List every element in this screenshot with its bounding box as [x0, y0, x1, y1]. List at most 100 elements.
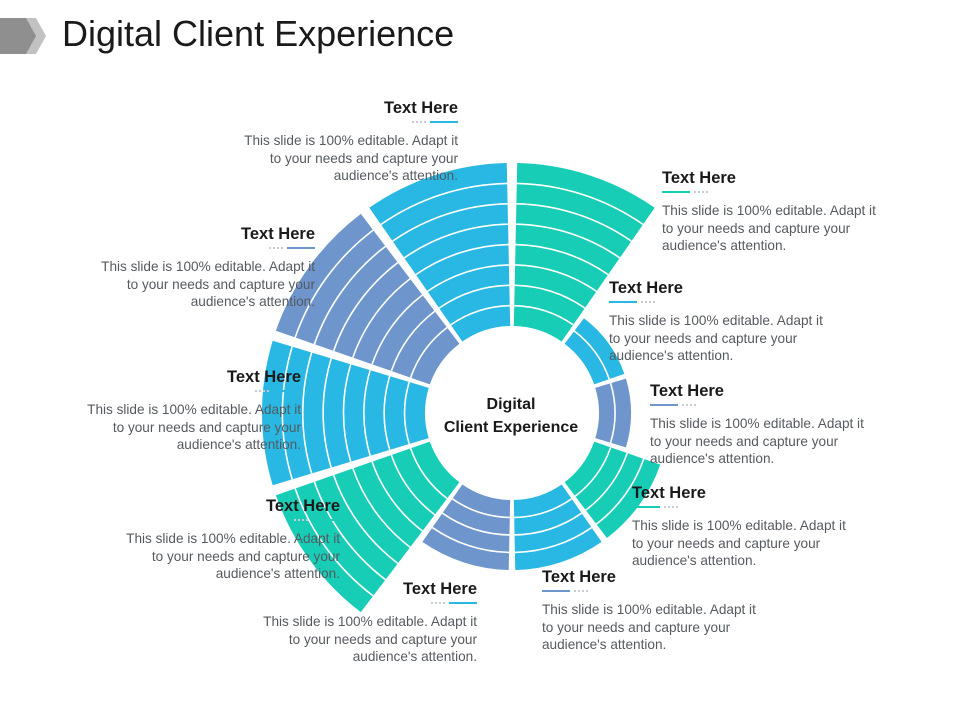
segment-ring-divider [363, 369, 371, 457]
segment-ring-divider [438, 284, 510, 309]
callout-description: This slide is 100% editable. Adapt it to… [87, 402, 301, 452]
segment-ring-divider [332, 261, 399, 352]
segment-ring-divider [390, 310, 436, 372]
segment-ring-divider [294, 229, 374, 338]
segment-ring-divider [415, 243, 509, 276]
segment-ring-divider [371, 461, 423, 532]
segment-ring-divider [332, 474, 399, 565]
segment-ring-divider [514, 526, 593, 554]
segment-ring-divider [383, 375, 391, 451]
segment-ring-divider [573, 330, 611, 380]
segment-ring-divider [380, 182, 508, 226]
page-title: Digital Client Experience [62, 13, 455, 54]
wheel-segment-5 [513, 484, 602, 570]
segment-ring-divider [585, 452, 628, 511]
callout-underline [662, 190, 888, 196]
callout-5: Text Here This slide is 100% editable. A… [75, 368, 301, 454]
segment-ring-divider [514, 284, 586, 309]
center-label: Digital Client Experience [421, 393, 601, 439]
segment-ring-divider [313, 481, 386, 581]
segment-ring-divider [302, 352, 313, 474]
wheel-segment-fill [513, 484, 602, 570]
wheel-segment-fill [275, 213, 460, 385]
segment-ring-divider [441, 512, 510, 536]
segment-ring-divider [281, 346, 293, 480]
callout-title: Text Here [403, 580, 477, 598]
callout-description: This slide is 100% editable. Adapt it to… [263, 614, 477, 664]
callout-title: Text Here [650, 382, 724, 400]
callout-7: Text Here This slide is 100% editable. A… [632, 484, 858, 570]
wheel-segment-fill [261, 340, 429, 486]
wheel-segment-fill [275, 441, 460, 613]
segment-ring-divider [371, 294, 423, 365]
callout-description: This slide is 100% editable. Adapt it to… [650, 416, 864, 466]
wheel-segment-fill [595, 378, 631, 448]
callout-underline [542, 589, 768, 595]
wheel-segment-9 [275, 213, 460, 385]
segment-ring-divider [515, 223, 621, 259]
segment-ring-divider [514, 304, 574, 326]
segment-ring-divider [450, 304, 510, 326]
wheel-segment-2 [564, 318, 625, 385]
callout-underline [650, 403, 876, 409]
callout-underline [75, 389, 301, 395]
callout-4: Text Here This slide is 100% editable. A… [609, 279, 835, 365]
callout-underline [89, 246, 315, 252]
callout-description: This slide is 100% editable. Adapt it to… [101, 259, 315, 309]
segment-ring-divider [431, 526, 510, 554]
wheel-segment-fill [564, 441, 661, 539]
wheel-segment-10 [369, 163, 511, 342]
center-label-line-2: Client Experience [443, 419, 579, 436]
callout-title: Text Here [542, 568, 616, 586]
segment-ring-divider [595, 458, 645, 525]
wheel-segment-6 [422, 484, 511, 570]
callout-description: This slide is 100% editable. Adapt it to… [126, 531, 340, 581]
segment-ring-divider [294, 488, 374, 597]
callout-3: Text Here This slide is 100% editable. A… [89, 225, 315, 311]
callout-10: Text Here This slide is 100% editable. A… [251, 580, 477, 666]
segment-ring-divider [516, 203, 632, 242]
segment-ring-divider [390, 454, 436, 516]
callout-description: This slide is 100% editable. Adapt it to… [609, 313, 823, 363]
segment-ring-divider [352, 278, 411, 358]
segment-ring-divider [516, 182, 644, 226]
callout-underline [609, 300, 835, 306]
segment-ring-divider [322, 358, 332, 468]
callout-title: Text Here [609, 279, 683, 297]
callout-underline [114, 518, 340, 524]
segment-ring-divider [451, 498, 510, 519]
callout-description: This slide is 100% editable. Adapt it to… [632, 518, 846, 568]
callout-title: Text Here [632, 484, 706, 502]
segment-ring-divider [514, 512, 583, 536]
wheel-segment-1 [513, 163, 655, 342]
callout-title: Text Here [241, 225, 315, 243]
segment-ring-divider [403, 381, 410, 445]
segment-ring-divider [342, 364, 352, 462]
callout-title: Text Here [227, 368, 301, 386]
wheel-segment-3 [595, 378, 631, 448]
callout-8: Text Here This slide is 100% editable. A… [114, 497, 340, 583]
segment-ring-divider [392, 203, 508, 242]
header-arrow-icon [0, 18, 46, 54]
segment-ring-divider [427, 264, 509, 293]
callout-1: Text Here This slide is 100% editable. A… [232, 99, 458, 185]
callout-9: Text Here This slide is 100% editable. A… [542, 568, 768, 654]
wheel-segment-fill [422, 484, 511, 570]
segment-ring-divider [409, 326, 448, 378]
callout-underline [232, 120, 458, 126]
wheel-segment-7 [275, 441, 460, 613]
segment-ring-divider [352, 468, 411, 548]
segment-ring-divider [313, 245, 386, 345]
wheel-segment-4 [564, 441, 661, 539]
callout-title: Text Here [266, 497, 340, 515]
segment-ring-divider [403, 223, 509, 259]
callout-title: Text Here [662, 169, 736, 187]
wheel-segment-8 [261, 340, 429, 486]
callout-description: This slide is 100% editable. Adapt it to… [244, 133, 458, 183]
segment-ring-divider [609, 382, 616, 444]
callout-description: This slide is 100% editable. Adapt it to… [542, 602, 756, 652]
callout-underline [632, 505, 858, 511]
segment-ring-divider [574, 447, 612, 497]
callout-title: Text Here [384, 99, 458, 117]
